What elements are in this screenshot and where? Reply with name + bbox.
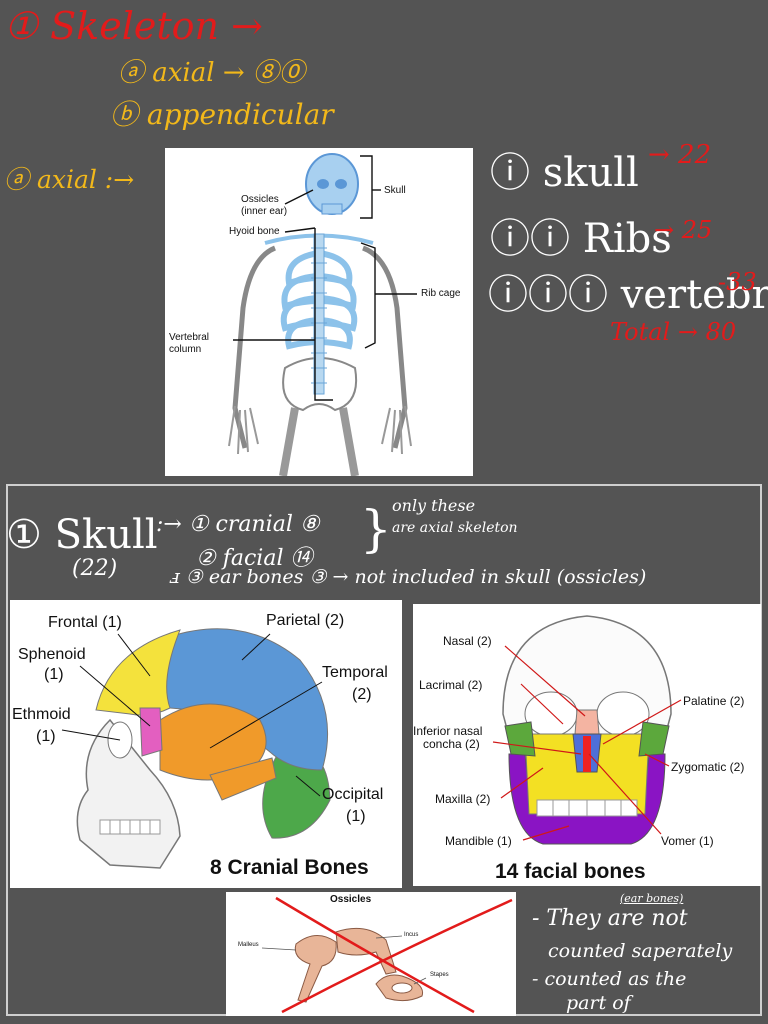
ribs-count: → 25 — [654, 216, 713, 244]
ribs-item: ⓘⓘ Ribs — [490, 216, 672, 262]
label-parietal: Parietal (2) — [266, 612, 345, 629]
label-rib-cage: Rib cage — [421, 288, 461, 299]
cranial-caption: 8 Cranial Bones — [210, 856, 369, 879]
ear-line: ⅎ ③ ear bones ③ → not included in skull … — [170, 566, 647, 588]
label-nasal: Nasal (2) — [443, 634, 492, 648]
ossicles-figure: Ossicles Malleus Incus Stapes — [226, 892, 516, 1016]
skull-count: → 22 — [648, 140, 712, 170]
label-inferior-nasal: Inferior nasal — [413, 724, 483, 738]
label-incus: Incus — [404, 932, 419, 938]
cranial-skull-drawing — [61, 628, 331, 869]
label-zygomatic: Zygomatic (2) — [671, 760, 745, 774]
ossicles-title: Ossicles — [330, 894, 372, 905]
label-sphenoid-n: (1) — [44, 666, 64, 683]
facial-caption: 14 facial bones — [495, 860, 646, 883]
label-ethmoid-n: (1) — [36, 728, 56, 745]
axial-skeleton-figure: Skull Ossicles (inner ear) Hyoid bone Ri… — [165, 148, 473, 476]
label-stapes: Stapes — [430, 972, 449, 978]
facial-line: ② facial ⑭ — [196, 546, 313, 571]
label-occipital: Occipital — [322, 786, 384, 803]
label-malleus: Malleus — [238, 942, 259, 948]
label-vertebral-sub: column — [169, 344, 202, 355]
label-skull: Skull — [384, 185, 406, 196]
label-mandible: Mandible (1) — [445, 834, 512, 848]
label-vomer: Vomer (1) — [661, 834, 714, 848]
vertebra-count: -33 — [718, 268, 757, 296]
bottom-note-4: part of — [566, 992, 631, 1014]
bottom-note-1: - They are not — [532, 906, 688, 931]
skull-sub: (22) — [72, 556, 118, 581]
label-temporal-n: (2) — [352, 686, 372, 703]
facial-skull-drawing — [492, 615, 682, 845]
label-inferior-nasal-2: concha (2) — [423, 737, 480, 751]
brace: } — [360, 500, 392, 558]
cranial-bones-figure: Frontal (1) Parietal (2) Sphenoid (1) Te… — [10, 600, 402, 888]
skeleton-drawing — [228, 153, 417, 476]
ossicles-drawing — [261, 896, 513, 1014]
label-frontal: Frontal (1) — [48, 614, 122, 631]
axial-arrow: ⓐ axial :→ — [4, 165, 135, 194]
label-hyoid: Hyoid bone — [229, 226, 280, 237]
label-ethmoid: Ethmoid — [12, 706, 71, 723]
skull-item: ⓘ skull — [490, 150, 639, 196]
notes-title: ① Skeleton → — [4, 4, 263, 48]
label-maxilla: Maxilla (2) — [435, 792, 491, 806]
label-sphenoid: Sphenoid — [18, 646, 86, 663]
label-vertebral: Vertebral — [169, 332, 210, 343]
label-temporal: Temporal — [322, 664, 388, 681]
skull-heading: ① Skull — [6, 512, 158, 558]
facial-bones-figure: Nasal (2) Lacrimal (2) Inferior nasal co… — [413, 604, 761, 886]
label-palatine: Palatine (2) — [683, 694, 745, 708]
vertebra-item: ⓘⓘⓘ vertebra — [488, 272, 768, 318]
label-lacrimal: Lacrimal (2) — [419, 678, 483, 692]
cranial-line: :→ ① cranial ⑧ — [156, 512, 320, 537]
label-ossicles-sub: (inner ear) — [241, 206, 288, 217]
brace-note-1: only these — [392, 496, 476, 515]
label-ossicles: Ossicles — [241, 194, 279, 205]
bottom-note-2: counted saperately — [548, 940, 733, 962]
brace-note-2: are axial skeleton — [392, 520, 518, 536]
label-occipital-n: (1) — [346, 808, 366, 825]
bottom-note-3: - counted as the — [532, 968, 687, 990]
ear-bones-tag: (ear bones) — [620, 892, 684, 905]
total-line: Total → 80 — [610, 318, 737, 346]
axial-line: ⓐ axial → ⑧⓪ — [118, 58, 305, 88]
appendicular-line: ⓑ appendicular — [110, 98, 334, 131]
